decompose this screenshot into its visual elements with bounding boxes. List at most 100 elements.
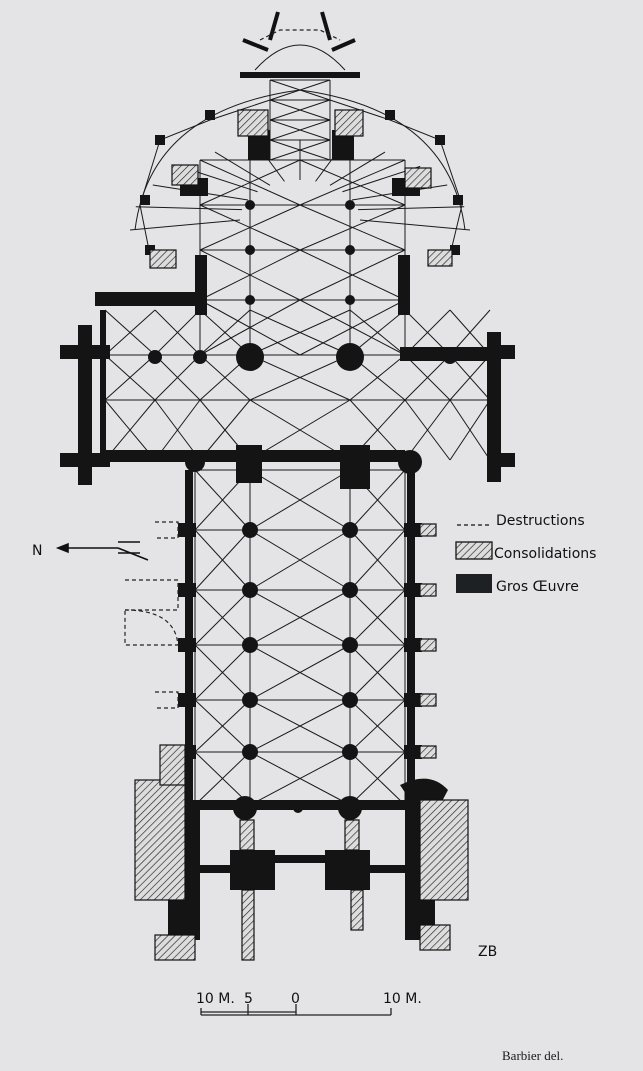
wall [248,130,270,160]
legend-label-consolidations: Consolidations [494,546,596,562]
rib [249,644,351,701]
consolidated-wall [171,164,199,186]
rib [349,529,406,591]
legend-label-gros-oeuvre: Gros Œuvre [496,579,579,595]
pillar [193,350,207,364]
wall [487,332,501,482]
rib [249,469,351,531]
consolidated-wall [237,109,269,137]
scale-tick-0: 0 [291,991,300,1007]
wall [178,693,196,707]
rib [357,206,465,211]
consolidated-wall [334,109,364,137]
legend-solid-swatch [456,574,492,593]
pillar [345,245,355,255]
consolidated-wall [419,523,437,537]
destroyed-wall [125,579,179,611]
rib [194,751,251,806]
rib [299,249,406,301]
legend-hatched-swatch [455,541,493,560]
rib [449,354,491,401]
consolidated-wall [344,819,360,851]
scale-tick-right: 10 M. [383,991,422,1007]
wall [195,255,207,315]
rib [249,529,351,591]
legend-label-destructions: Destructions [496,513,585,529]
axial-chapel-apse [254,44,346,71]
pillar [242,582,258,598]
pillar [342,637,358,653]
pillar [345,295,355,305]
rib [194,699,251,753]
rib [299,159,406,206]
chapel-outline [329,99,463,256]
consolidated-wall [419,799,469,901]
wall [404,745,422,759]
pillar [242,744,258,760]
consolidated-wall [350,889,364,931]
wall [175,865,240,873]
rib [104,309,156,356]
pillar [148,350,162,364]
wall [404,693,422,707]
pillar [242,522,258,538]
rib [194,529,251,591]
credit-caption: Barbier del. [502,1048,564,1063]
rib [154,354,201,401]
pillar [342,582,358,598]
wall [183,800,423,810]
wall [140,195,150,205]
rib [249,751,351,806]
consolidated-wall [419,583,437,597]
consolidated-wall [427,249,453,267]
rib [329,151,386,186]
rib [194,589,251,646]
wall [385,110,395,120]
wall [453,195,463,205]
wall [78,325,92,485]
wall [360,865,420,873]
rib [104,354,156,401]
consolidated-wall [419,638,437,652]
consolidated-wall [149,249,177,269]
wall [398,255,410,315]
rib [269,79,331,101]
vault-ribs [104,44,491,806]
pillar [185,452,205,472]
destroyed-wall [155,691,179,709]
rib [359,219,471,231]
wall [404,523,422,537]
rib [269,139,331,161]
radiating-buttress [242,38,269,52]
wall [404,638,422,652]
wall [205,110,215,120]
radiating-buttress [320,11,332,41]
rib [249,354,351,401]
rib [349,354,406,401]
destroyed-wall [259,29,341,41]
rib [404,399,451,461]
wall [178,583,196,597]
wall [236,445,262,483]
pillar [242,637,258,653]
consolidated-wall [419,924,451,951]
pillar [245,245,255,255]
scale-tick-left: 10 M. [196,991,235,1007]
wall [275,855,325,863]
rib [349,589,406,646]
rib [299,204,406,251]
rib [299,299,406,356]
scale-tick-5: 5 [244,991,253,1007]
pillar [342,692,358,708]
wall [340,445,370,489]
scale-bar [200,1004,392,1016]
rib [154,309,201,356]
rib [349,699,406,753]
rib [214,151,271,186]
rib [269,99,331,121]
radiating-buttress [331,38,356,52]
wall [404,583,422,597]
wall [95,292,200,306]
rib [449,399,491,461]
